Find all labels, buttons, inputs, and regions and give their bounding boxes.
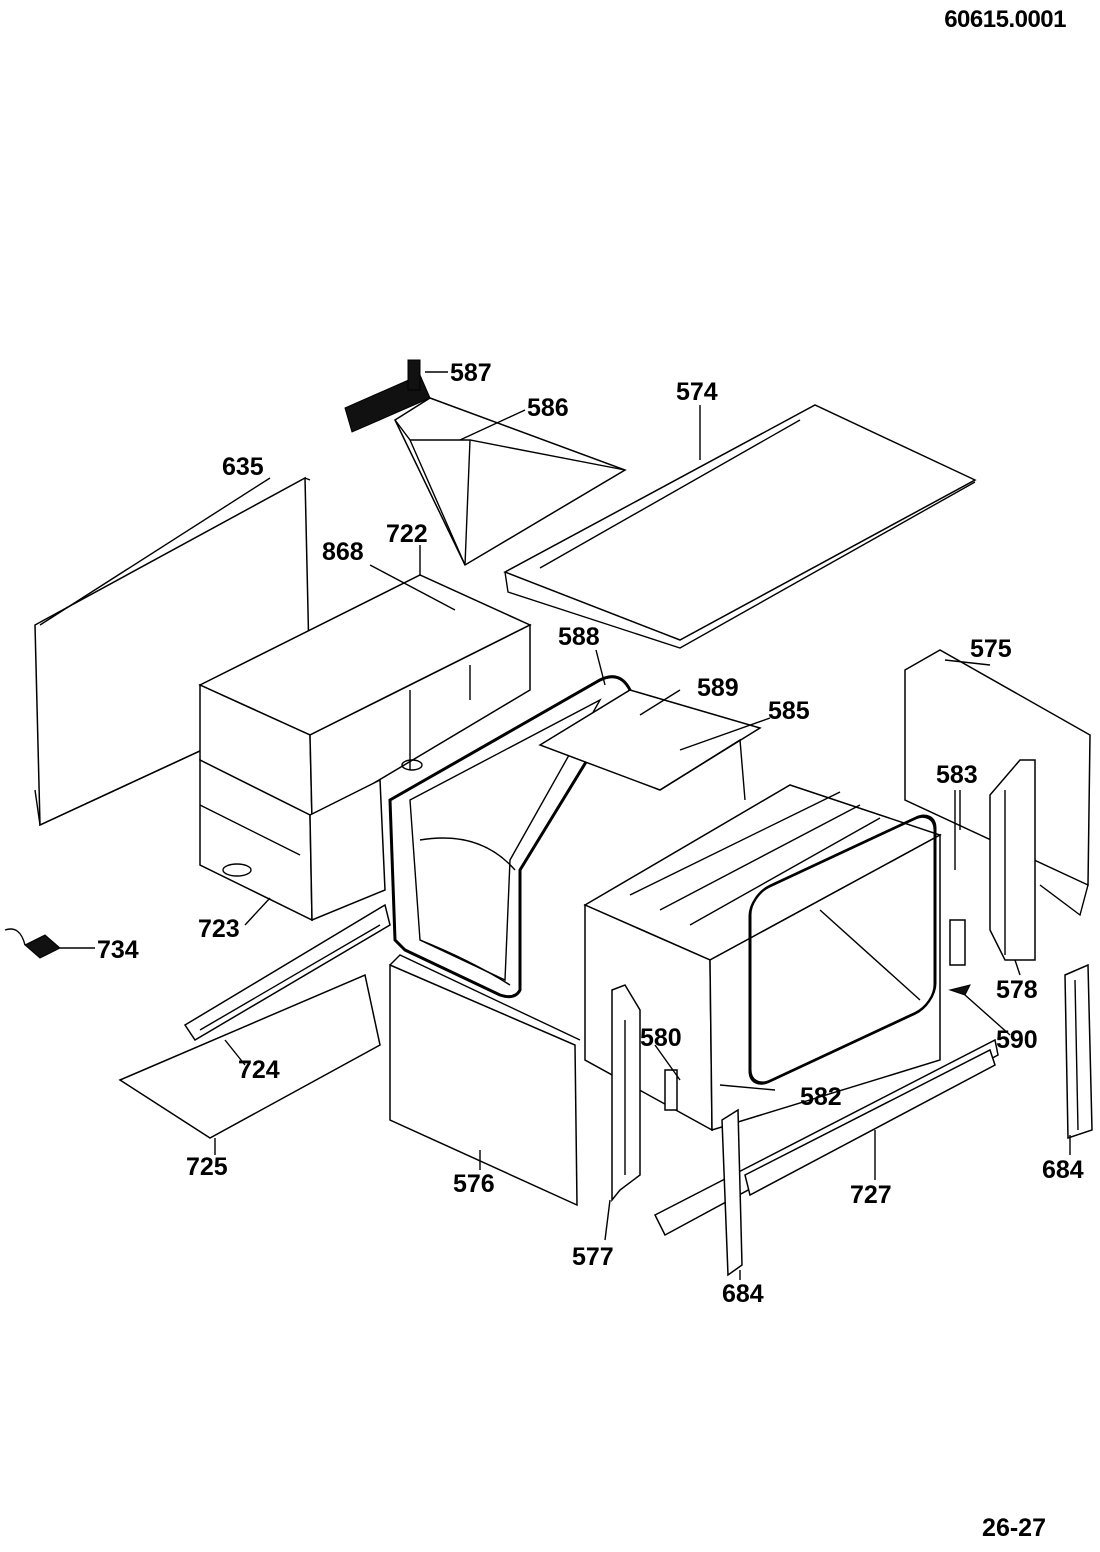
part-580-part (664, 1069, 678, 1111)
part-725-bottom-plate (118, 973, 381, 1139)
callout-574: 574 (676, 378, 718, 406)
callout-583: 583 (936, 761, 978, 789)
leader-lines (39, 371, 1071, 1280)
part-724-rail (183, 903, 391, 1042)
part-576-lower-panel (389, 954, 581, 1207)
part-577-hinge (611, 984, 641, 1203)
callout-589: 589 (697, 674, 739, 702)
callout-578: 578 (996, 976, 1038, 1004)
callout-582: 582 (800, 1083, 842, 1111)
callout-576: 576 (453, 1170, 495, 1198)
part-723-lower-box (199, 758, 386, 922)
callout-587: 587 (450, 359, 492, 387)
callout-585: 585 (768, 697, 810, 725)
part-722-cabinet-box (198, 574, 532, 822)
part-590-clip (948, 984, 971, 996)
callout-727: 727 (850, 1181, 892, 1209)
callout-868: 868 (322, 538, 364, 566)
callout-725: 725 (186, 1153, 228, 1181)
part-588-589-oven-liner (388, 675, 632, 999)
part-575-side-panel (904, 649, 1091, 917)
callout-722: 722 (386, 520, 428, 548)
part-586-duct (394, 397, 627, 567)
callout-724: 724 (238, 1056, 280, 1084)
document-id: 60615.0001 (944, 6, 1066, 33)
callout-635: 635 (222, 453, 264, 481)
callout-575: 575 (970, 635, 1012, 663)
part-684-right-support (1064, 963, 1093, 1140)
part-574-top-panel (503, 404, 977, 649)
part-727-bottom-rail (653, 1038, 999, 1237)
part-684-left-support (721, 1108, 743, 1277)
callout-723: 723 (198, 915, 240, 943)
callout-734: 734 (97, 936, 139, 964)
part-578-hinge (989, 759, 1036, 961)
callout-684-left: 684 (722, 1280, 764, 1308)
callout-684-right: 684 (1042, 1156, 1084, 1184)
callout-580: 580 (640, 1024, 682, 1052)
part-734-component (4, 928, 61, 959)
part-583-bracket (949, 790, 966, 966)
page-number: 26-27 (982, 1514, 1046, 1542)
callout-588: 588 (558, 623, 600, 651)
callout-590: 590 (996, 1026, 1038, 1054)
part-585-top-liner (538, 689, 762, 801)
callout-577: 577 (572, 1243, 614, 1271)
callout-586: 586 (527, 394, 569, 422)
callout-labels: 587 586 574 635 722 868 588 589 585 575 … (97, 359, 1084, 1308)
part-587-control-module (344, 359, 431, 433)
